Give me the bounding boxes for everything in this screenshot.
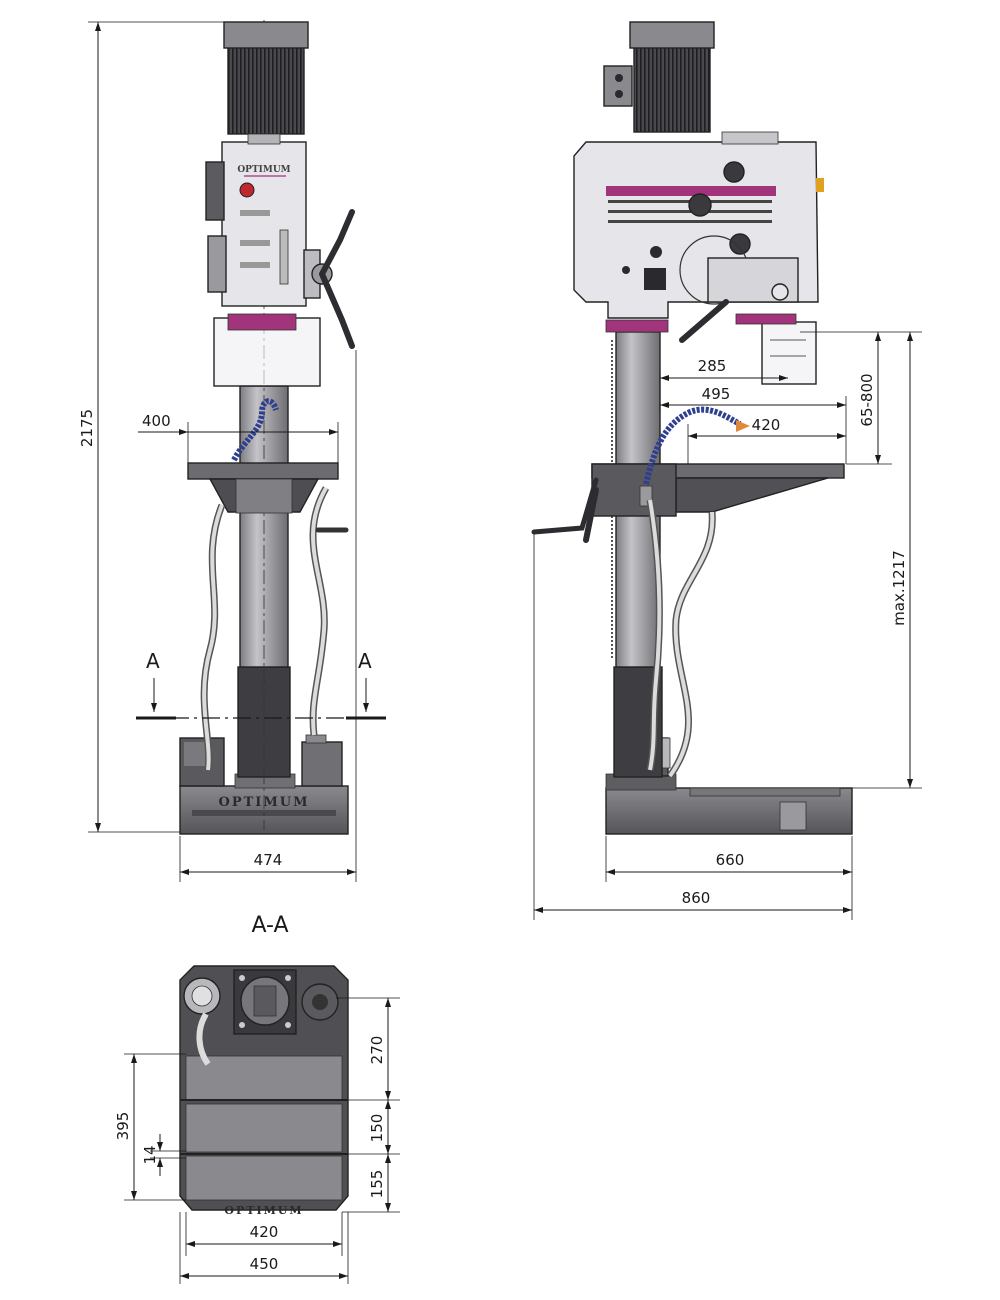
dim-section-450: 450: [250, 1255, 279, 1273]
dim-285: 285: [698, 357, 727, 375]
side-table: [591, 463, 845, 517]
dim-stroke: 65-800: [858, 373, 876, 426]
side-feed-lever: [679, 299, 729, 343]
section-title: A-A: [251, 913, 288, 938]
side-view: 285 495 420 65-800 max.1217 660 860: [531, 21, 922, 920]
dim-side-420: 420: [752, 416, 781, 434]
front-drill-head: OPTIMUM: [205, 141, 333, 307]
section-mark-right: A: [358, 649, 372, 673]
dim-270: 270: [368, 1036, 386, 1065]
front-head-brand: OPTIMUM: [237, 165, 290, 175]
front-coolant-nozzle: [231, 398, 279, 462]
front-table: [187, 462, 339, 514]
side-motor: [603, 21, 715, 133]
dim-14: 14: [141, 1145, 159, 1164]
front-view: OPTIMUM: [78, 20, 386, 882]
dim-base-width: 474: [254, 851, 283, 869]
emergency-stop-icon: [239, 182, 255, 198]
side-drill-head: [573, 131, 824, 333]
dim-155: 155: [368, 1170, 386, 1199]
dim-395: 395: [114, 1112, 132, 1141]
front-coolant-tank: [301, 741, 343, 787]
section-view: A-A OPTIMUM 270 150 155: [114, 913, 400, 1284]
side-table-crank: [531, 477, 599, 535]
side-chuck-guard: [761, 321, 817, 385]
dim-150: 150: [368, 1114, 386, 1143]
front-motor: [223, 21, 309, 145]
section-base-brand: OPTIMUM: [224, 1204, 303, 1217]
side-coolant-nozzle: [643, 406, 742, 485]
front-base-brand: OPTIMUM: [219, 795, 310, 810]
side-base: [605, 773, 853, 835]
dim-overall-depth: 860: [682, 889, 711, 907]
section-mark-left: A: [146, 649, 160, 673]
dim-table-width: 400: [142, 412, 171, 430]
dim-base-depth: 660: [716, 851, 745, 869]
dim-section-420: 420: [250, 1223, 279, 1241]
dim-max-height: max.1217: [890, 550, 908, 626]
dim-495: 495: [702, 385, 731, 403]
front-feed-lever: [319, 209, 355, 349]
dim-total-height: 2175: [78, 409, 96, 447]
